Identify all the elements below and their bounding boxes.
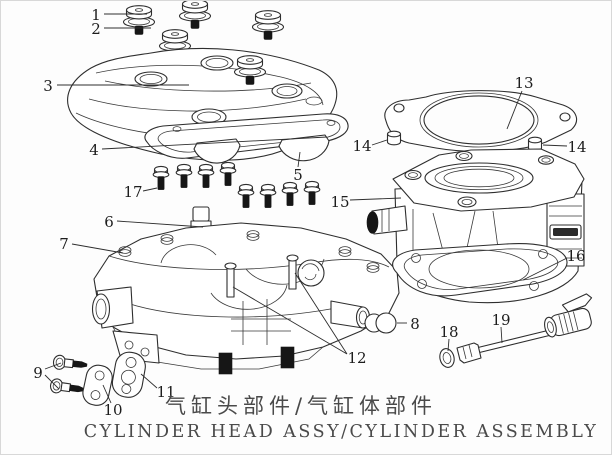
callout-19: 19 [491,311,510,329]
callout-1: 1 [91,6,101,24]
callout-18: 18 [439,323,458,341]
callout-7: 7 [59,235,69,253]
dowel-pin-left [386,130,402,146]
callout-13: 13 [514,74,533,92]
leader-lines [44,13,568,404]
plug-cap-drawing [364,312,397,334]
plate-three-hole [111,351,146,398]
callout-16: 16 [566,247,585,265]
gasket-dome-right [278,134,330,162]
callout-6: 6 [104,213,114,231]
plate-two-hole [82,364,113,406]
callout-12: 12 [347,349,366,367]
side-bolt-pair [49,354,89,398]
callout-15: 15 [330,193,349,211]
tensioner-drawing [456,293,593,364]
callout-10: 10 [103,401,122,419]
callout-4: 4 [89,141,99,159]
diagram-title-chinese: 气缸头部件/气缸体部件 [165,394,437,418]
callout-8: 8 [410,315,420,333]
callout-labels: 1 2 3 4 5 6 7 8 9 10 11 12 13 14 14 15 1… [33,6,586,419]
callout-3: 3 [43,77,53,95]
washer-drawing [439,348,455,368]
head-stud-pair [224,254,299,298]
brand-badge [553,228,578,236]
callout-17: 17 [123,183,142,201]
gasket-dome-left [193,138,241,164]
base-gasket-drawing [392,243,568,297]
callout-9: 9 [33,364,43,382]
callout-14-left: 14 [352,137,371,155]
callout-11: 11 [156,383,175,401]
callout-5: 5 [293,166,303,184]
callout-14-right: 14 [567,138,586,156]
head-gasket-drawing [384,90,578,152]
cover-gasket-drawing [144,113,349,164]
diagram-title-english: CYLINDER HEAD ASSY/CYLINDER ASSEMBLY [84,422,599,442]
callout-2: 2 [91,20,101,38]
